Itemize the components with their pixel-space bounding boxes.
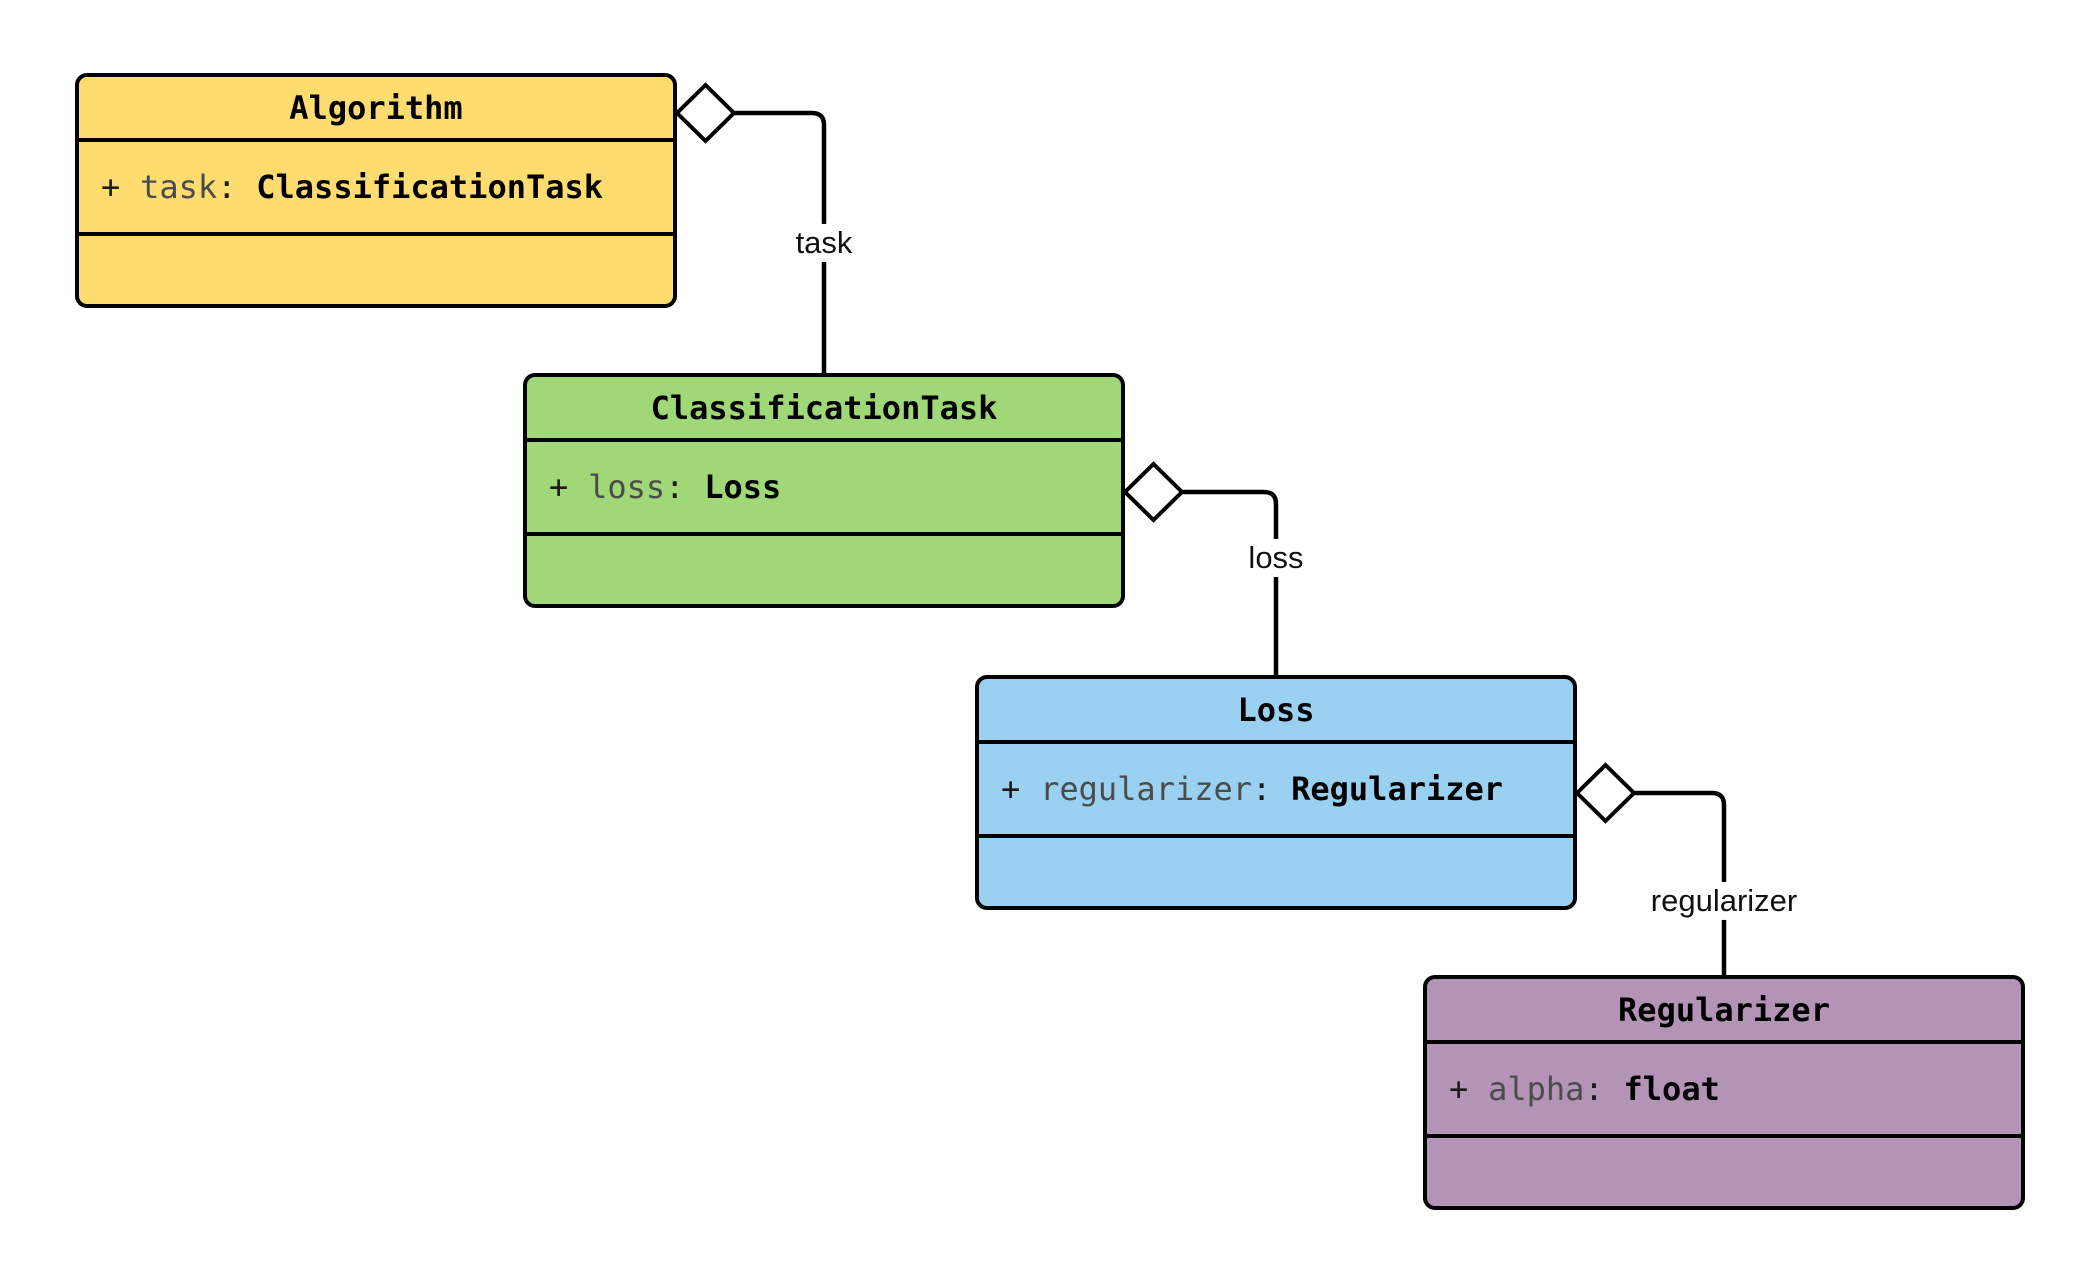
attribute-name: loss: [588, 468, 666, 506]
class-title: Algorithm: [79, 77, 673, 142]
class-box-classificationtask: ClassificationTask + loss: Loss: [523, 373, 1125, 608]
attribute-type: Loss: [704, 468, 782, 506]
connector-loss: [1182, 489, 1279, 679]
class-attributes: + loss: Loss: [527, 442, 1121, 536]
class-title: Loss: [979, 679, 1573, 744]
aggregation-diamond-icon: [674, 82, 737, 144]
class-empty-compartment: [1427, 1138, 2021, 1206]
attribute-type: float: [1623, 1070, 1720, 1108]
attribute-colon: :: [1584, 1070, 1604, 1108]
class-box-loss: Loss + regularizer: Regularizer: [975, 675, 1577, 910]
class-box-regularizer: Regularizer + alpha: float: [1423, 975, 2025, 1210]
attribute-colon: :: [217, 168, 237, 206]
attribute-visibility: +: [1449, 1070, 1469, 1108]
attribute-colon: :: [665, 468, 685, 506]
class-attributes: + regularizer: Regularizer: [979, 744, 1573, 838]
attribute-colon: :: [1252, 770, 1272, 808]
attribute-name: task: [140, 168, 218, 206]
class-empty-compartment: [979, 838, 1573, 906]
aggregation-diamond-icon: [1122, 461, 1185, 523]
attribute-type: ClassificationTask: [256, 168, 604, 206]
attribute-type: Regularizer: [1291, 770, 1504, 808]
class-empty-compartment: [527, 536, 1121, 604]
class-title: Regularizer: [1427, 979, 2021, 1044]
aggregation-diamond-icon: [1574, 762, 1637, 824]
edge-label-regularizer: regularizer: [1641, 881, 1807, 921]
attribute-visibility: +: [549, 468, 569, 506]
class-attributes: + task: ClassificationTask: [79, 142, 673, 236]
class-title: ClassificationTask: [527, 377, 1121, 442]
edge-label-task: task: [786, 223, 862, 263]
attribute-visibility: +: [1001, 770, 1021, 808]
edge-label-loss: loss: [1239, 538, 1313, 578]
class-box-algorithm: Algorithm + task: ClassificationTask: [75, 73, 677, 308]
attribute-name: regularizer: [1040, 770, 1253, 808]
class-attributes: + alpha: float: [1427, 1044, 2021, 1138]
attribute-name: alpha: [1488, 1070, 1585, 1108]
attribute-visibility: +: [101, 168, 121, 206]
class-empty-compartment: [79, 236, 673, 304]
